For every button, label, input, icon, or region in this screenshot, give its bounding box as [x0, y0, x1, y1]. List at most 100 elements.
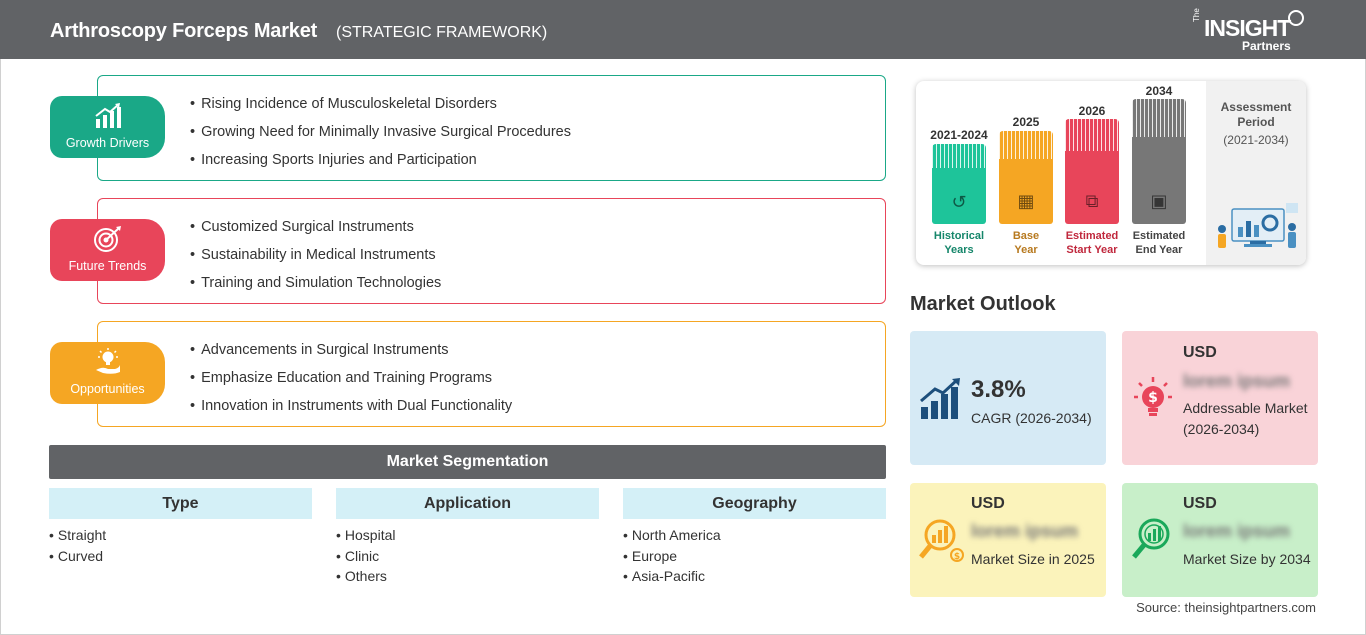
- growth-drivers-badge: Growth Drivers: [50, 96, 165, 158]
- addressable-usd: USD: [1183, 344, 1217, 361]
- list-item: Clinic: [336, 546, 599, 567]
- page-title: Arthroscopy Forceps Market: [50, 20, 318, 42]
- timeline-bar-start: ⧉: [1065, 119, 1119, 224]
- timeline-label-line1: Estimated: [1132, 230, 1186, 242]
- segment-application-header: Application: [336, 488, 599, 519]
- timeline-label-line2: Start Year: [1066, 244, 1118, 256]
- dollar-bulb-icon: $: [1134, 377, 1172, 416]
- timeline-label-start: Estimated Start Year: [1057, 229, 1127, 257]
- list-item: Others: [336, 566, 599, 587]
- logo-brand-text: INSIGHT: [1204, 15, 1291, 41]
- market-outlook-title: Market Outlook: [910, 293, 1056, 315]
- list-item: Emphasize Education and Training Program…: [190, 368, 512, 396]
- assessment-period: (2021-2034): [1223, 133, 1289, 147]
- timeline-bar-end: ▣: [1132, 99, 1186, 224]
- list-item: Rising Incidence of Musculoskeletal Diso…: [190, 94, 571, 122]
- list-item: Curved: [49, 546, 312, 567]
- source-credit[interactable]: Source: theinsightpartners.com: [1136, 600, 1316, 615]
- assessment-title-line1: Assessment: [1220, 100, 1292, 114]
- analytics-people-icon: [1218, 203, 1298, 248]
- magnifier-dollar-icon: [1132, 518, 1170, 559]
- timeline-label-line2: End Year: [1135, 244, 1183, 256]
- list-item: Training and Simulation Technologies: [190, 273, 441, 301]
- size-2025-usd: USD: [971, 495, 1005, 512]
- market-segmentation-title: Market Segmentation: [49, 445, 886, 479]
- addressable-label: Addressable Market (2026-2034): [1183, 400, 1308, 437]
- segment-type-header: Type: [49, 488, 312, 519]
- cagr-card: 3.8% CAGR (2026-2034): [910, 331, 1106, 465]
- addressable-value: lorem ipsum: [1183, 371, 1291, 391]
- growth-drivers-list: Rising Incidence of Musculoskeletal Diso…: [190, 94, 571, 178]
- list-item: Europe: [623, 546, 886, 567]
- growth-bars-icon: [920, 378, 960, 419]
- opportunities-list: Advancements in Surgical Instruments Emp…: [190, 340, 512, 424]
- size-2025-label: Market Size in 2025: [971, 551, 1095, 567]
- lightbulb-hand-icon: [96, 348, 120, 374]
- insight-partners-logo[interactable]: The INSIGHT Partners: [1192, 8, 1312, 54]
- list-item: Growing Need for Minimally Invasive Surg…: [190, 122, 571, 150]
- timeline-label-line1: Historical: [933, 230, 985, 242]
- list-item: Increasing Sports Injuries and Participa…: [190, 150, 571, 178]
- assessment-period-panel: Assessment Period (2021-2034): [1206, 81, 1306, 265]
- future-trends-label: Future Trends: [68, 259, 147, 273]
- logo-the-text: The: [1192, 8, 1201, 22]
- future-trends-list: Customized Surgical Instruments Sustaina…: [190, 217, 441, 301]
- svg-text:$: $: [954, 552, 960, 562]
- timeline-bar-historical: ↺: [932, 144, 986, 224]
- assessment-title: Assessment Period: [1206, 100, 1306, 130]
- size-2025-value: lorem ipsum: [971, 521, 1079, 541]
- segment-application: Application Hospital Clinic Others: [336, 488, 599, 587]
- segment-geography-list: North America Europe Asia-Pacific: [623, 525, 886, 587]
- timeline-label-base: Base Year: [991, 229, 1061, 257]
- page-subtitle: (STRATEGIC FRAMEWORK): [336, 24, 548, 41]
- growth-chart-icon: [95, 103, 121, 128]
- opportunities-label: Opportunities: [70, 382, 145, 396]
- size-2034-value: lorem ipsum: [1183, 521, 1291, 541]
- list-item: Asia-Pacific: [623, 566, 886, 587]
- header-bar: Arthroscopy Forceps Market (STRATEGIC FR…: [0, 0, 1366, 59]
- timeline-year-historical: 2021-2024: [930, 128, 988, 142]
- timeline-label-line1: Base: [1012, 230, 1040, 242]
- future-trends-panel: Customized Surgical Instruments Sustaina…: [97, 198, 886, 304]
- segment-geography-header: Geography: [623, 488, 886, 519]
- addressable-market-card: $ USD lorem ipsum Addressable Market (20…: [1122, 331, 1318, 465]
- size-2034-usd: USD: [1183, 495, 1217, 512]
- opportunities-panel: Advancements in Surgical Instruments Emp…: [97, 321, 886, 427]
- list-item: Hospital: [336, 525, 599, 546]
- segment-application-list: Hospital Clinic Others: [336, 525, 599, 587]
- size-2034-label: Market Size by 2034: [1183, 551, 1311, 567]
- list-item: Customized Surgical Instruments: [190, 217, 441, 245]
- list-item: Advancements in Surgical Instruments: [190, 340, 512, 368]
- segment-type-list: Straight Curved: [49, 525, 312, 566]
- list-item: Innovation in Instruments with Dual Func…: [190, 396, 512, 424]
- cagr-label: CAGR (2026-2034): [971, 410, 1092, 426]
- logo-ring-icon: [1288, 10, 1304, 26]
- growth-drivers-panel: Rising Incidence of Musculoskeletal Diso…: [97, 75, 886, 181]
- assessment-title-line2: Period: [1237, 115, 1275, 129]
- timeline-label-end: Estimated End Year: [1124, 229, 1194, 257]
- list-item: Sustainability in Medical Instruments: [190, 245, 441, 273]
- segment-type: Type Straight Curved: [49, 488, 312, 566]
- magnifier-chart-icon: $: [919, 519, 964, 562]
- market-size-2025-card: $ USD lorem ipsum Market Size in 2025: [910, 483, 1106, 597]
- calendar-icon: ▦: [1017, 191, 1035, 211]
- timeline-label-line2: Years: [944, 244, 974, 256]
- timeline-year-base: 2025: [1012, 115, 1040, 129]
- segment-geography: Geography North America Europe Asia-Paci…: [623, 488, 886, 587]
- timeline-bar-base: ▦: [999, 131, 1053, 224]
- timeline-label-line2: Year: [1014, 244, 1038, 256]
- future-trends-badge: Future Trends: [50, 219, 165, 281]
- timeline-label-historical: Historical Years: [924, 229, 994, 257]
- timeline-year-start: 2026: [1078, 104, 1106, 118]
- opportunities-badge: Opportunities: [50, 342, 165, 404]
- timeline-label-line1: Estimated: [1065, 230, 1119, 242]
- cagr-value: 3.8%: [971, 376, 1026, 403]
- history-icon: ↺: [951, 192, 967, 212]
- monitor-chart-icon: ▣: [1150, 191, 1168, 211]
- presentation-icon: ⧉: [1085, 191, 1099, 211]
- market-size-2034-card: USD lorem ipsum Market Size by 2034: [1122, 483, 1318, 597]
- timeline-year-end: 2034: [1145, 84, 1173, 98]
- list-item: North America: [623, 525, 886, 546]
- svg-text:$: $: [1148, 390, 1158, 406]
- growth-drivers-label: Growth Drivers: [65, 136, 150, 150]
